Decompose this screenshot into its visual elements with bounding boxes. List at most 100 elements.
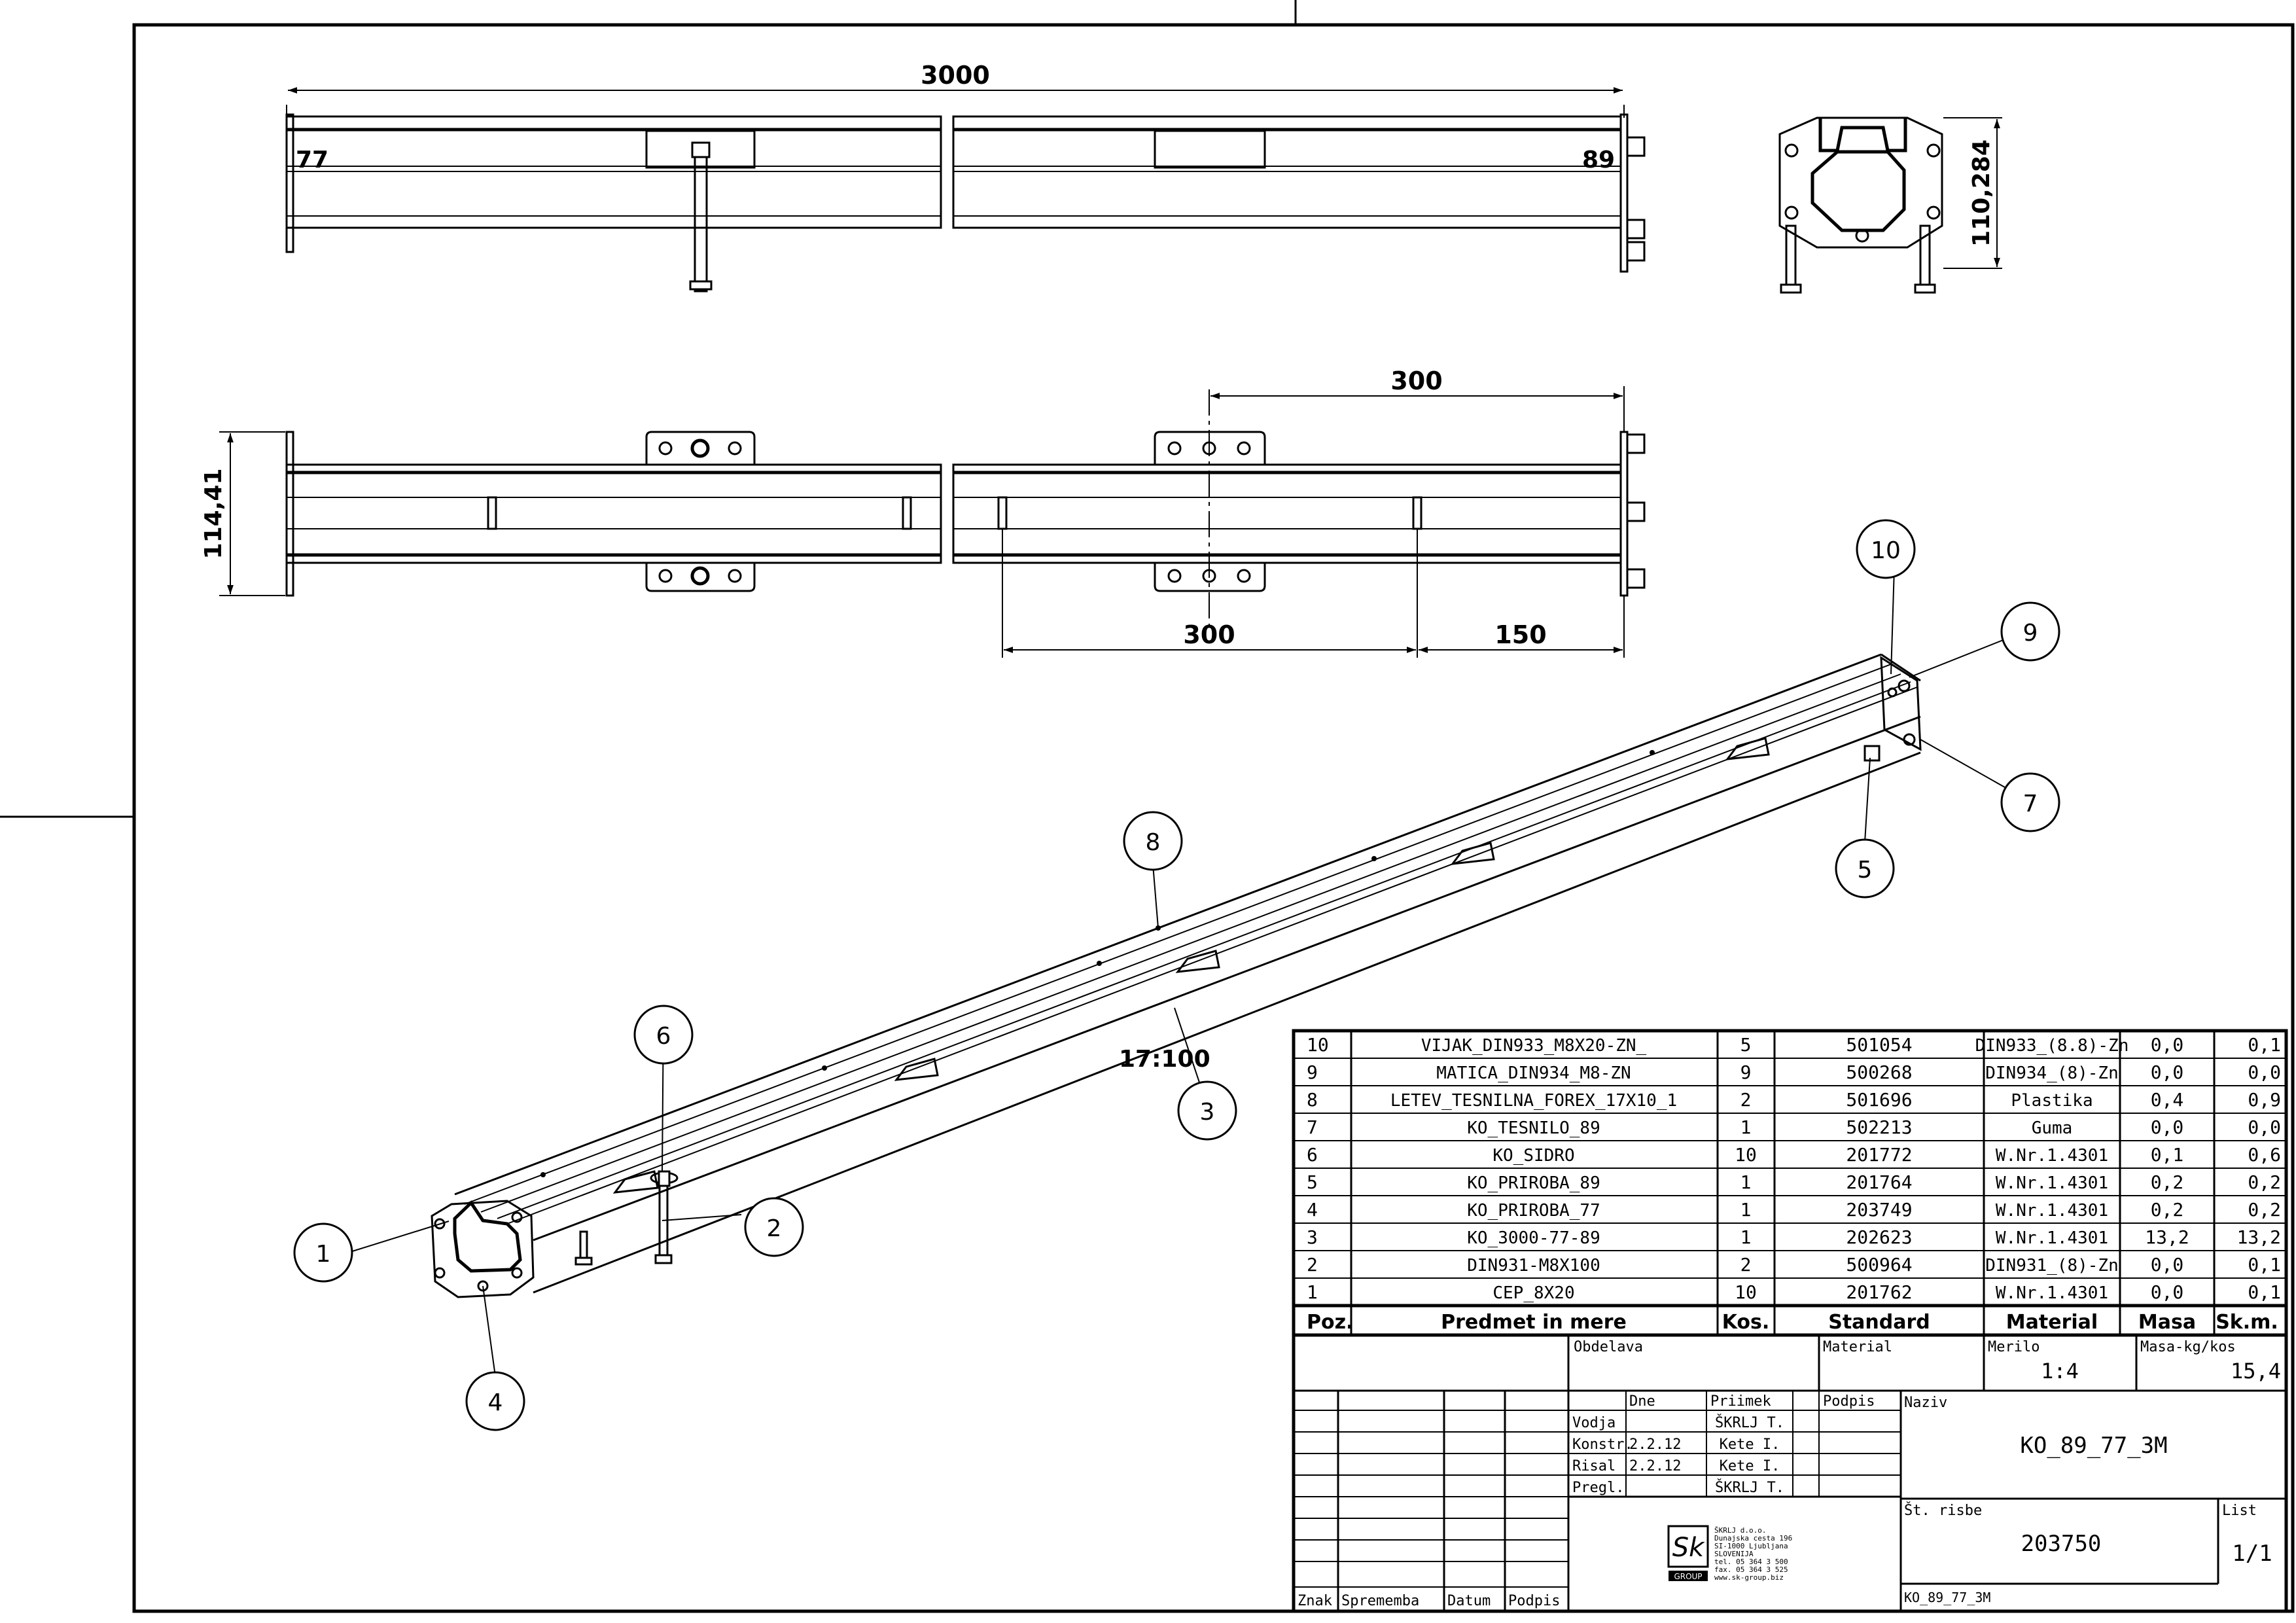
bom-header-item: Predmet in mere <box>1441 1311 1627 1334</box>
label-st-risbe: Št. risbe <box>1904 1502 1982 1519</box>
balloon-9: 9 <box>2000 601 2060 662</box>
bom-header-row: Poz. Predmet in mere Kos. Standard Mater… <box>1307 1311 2278 1334</box>
sk-logo-icon: Sk <box>1672 1533 1705 1563</box>
bom-cell-mass: 0,0 <box>2151 1034 2184 1056</box>
company-address-line: ŠKRLJ d.o.o. <box>1714 1526 1766 1535</box>
bom-cell-total: 0,0 <box>2248 1116 2281 1138</box>
balloon-8: 8 <box>1123 811 1183 871</box>
bom-header-material: Material <box>2006 1311 2098 1334</box>
bom-cell-pos: 8 <box>1307 1089 1318 1111</box>
naziv-value: KO_89_77_3M <box>2020 1433 2167 1459</box>
bom-cell-standard: 500964 <box>1846 1254 1912 1275</box>
iso-near-end-flange <box>431 1200 593 1298</box>
rev-header-znak: Znak <box>1298 1593 1332 1609</box>
label-dne: Dne <box>1629 1393 1655 1410</box>
bom-cell-material: Guma <box>2032 1118 2073 1138</box>
logo-text: GROUP <box>1674 1572 1702 1581</box>
role-date: 2.2.12 <box>1629 1436 1681 1453</box>
bom-cell-standard: 203749 <box>1846 1199 1912 1221</box>
bom-cell-material: Plastika <box>2011 1091 2093 1111</box>
balloon-7: 7 <box>2000 772 2060 832</box>
dimension-pitch-bottom: 300 150 <box>1002 529 1625 658</box>
rev-header-sprememba: Sprememba <box>1341 1593 1419 1609</box>
balloon-6: 6 <box>633 1005 694 1065</box>
bom-cell-qty: 2 <box>1740 1089 1752 1111</box>
role-person: ŠKRLJ T. <box>1715 1479 1784 1496</box>
bom-cell-qty: 9 <box>1740 1061 1752 1083</box>
label-merilo: Merilo <box>1988 1339 2040 1355</box>
list-value: 1/1 <box>2232 1541 2272 1567</box>
rev-header-podpis: Podpis <box>1508 1593 1560 1609</box>
svg-text:5: 5 <box>1858 857 1873 883</box>
bom-cell-material: DIN931_(8)-Zn <box>1985 1256 2119 1275</box>
iso-anchor-bolt <box>650 1170 679 1264</box>
label-material: Material <box>1823 1339 1892 1355</box>
company-address-line: SI-1000 Ljubljana <box>1714 1542 1788 1550</box>
bom-cell-mass: 0,0 <box>2151 1254 2184 1275</box>
bom-cell-mass: 0,4 <box>2151 1089 2184 1111</box>
svg-text:6: 6 <box>656 1023 671 1050</box>
iso-anchor-brackets <box>612 737 1770 1194</box>
bom-cell-pos: 9 <box>1307 1061 1318 1083</box>
dimension-end-height: 110,284 <box>1943 117 2002 269</box>
role-row: Pregl.ŠKRLJ T. <box>1572 1479 1784 1496</box>
bom-cell-material: W.Nr.1.4301 <box>1996 1146 2108 1166</box>
role-name: Vodja <box>1572 1415 1616 1431</box>
slope-label: 17:100 <box>1119 1046 1210 1073</box>
bom-cell-qty: 1 <box>1740 1226 1752 1248</box>
masa-value: 15,4 <box>2231 1359 2281 1383</box>
company-logo: Sk GROUP ŠKRLJ d.o.o.Dunajska cesta 196S… <box>1667 1525 1792 1582</box>
bom-cell-material: DIN934_(8)-Zn <box>1985 1063 2119 1083</box>
dimension-pitch-top: 300 <box>1209 366 1625 628</box>
bom-cell-standard: 201772 <box>1846 1144 1912 1166</box>
bom-cell-item: VIJAK_DIN933_M8X20-ZN_ <box>1421 1036 1647 1056</box>
bom-cell-item: LETEV_TESNILNA_FOREX_17X10_1 <box>1390 1091 1677 1111</box>
company-address-line: SLOVENIJA <box>1714 1550 1754 1558</box>
bom-cell-material: DIN933_(8.8)-Zn <box>1975 1036 2129 1056</box>
bom-cell-standard: 501054 <box>1846 1034 1912 1056</box>
dim-side-height: 114,41 <box>200 469 227 560</box>
company-address-line: fax. 05 364 3 525 <box>1714 1565 1788 1574</box>
side-view-right-segment <box>952 431 1646 597</box>
bom-header-total: Sk.m. <box>2216 1311 2278 1334</box>
bom-cell-qty: 10 <box>1735 1144 1757 1166</box>
label-podpis: Podpis <box>1823 1393 1875 1410</box>
role-person: ŠKRLJ T. <box>1715 1414 1784 1431</box>
label-priimek: Priimek <box>1710 1393 1771 1410</box>
bom-cell-mass: 0,2 <box>2151 1171 2184 1193</box>
side-view-left-segment <box>285 431 942 597</box>
bom-cell-total: 0,2 <box>2248 1171 2281 1193</box>
svg-text:1: 1 <box>316 1241 331 1268</box>
label-list: List <box>2222 1503 2257 1519</box>
dimension-side-height: 114,41 <box>200 431 285 596</box>
role-name: Risal <box>1572 1458 1616 1474</box>
dim-pitch-bottom: 300 <box>1183 620 1235 649</box>
iso-channel-body <box>454 653 1921 1294</box>
balloon-3: 3 <box>1177 1080 1237 1141</box>
bom-header-pos: Poz. <box>1307 1311 1353 1334</box>
company-address-line: www.sk-group.biz <box>1714 1573 1784 1582</box>
bom-cell-pos: 4 <box>1307 1199 1318 1221</box>
label-obdelava: Obdelava <box>1574 1339 1643 1355</box>
bom-cell-pos: 10 <box>1307 1034 1329 1056</box>
bom-cell-qty: 1 <box>1740 1116 1752 1138</box>
svg-text:2: 2 <box>767 1215 782 1242</box>
label-naziv: Naziv <box>1904 1395 1947 1411</box>
bom-cell-pos: 1 <box>1307 1281 1318 1303</box>
bom-cell-material: W.Nr.1.4301 <box>1996 1228 2108 1248</box>
bom-cell-pos: 7 <box>1307 1116 1318 1138</box>
